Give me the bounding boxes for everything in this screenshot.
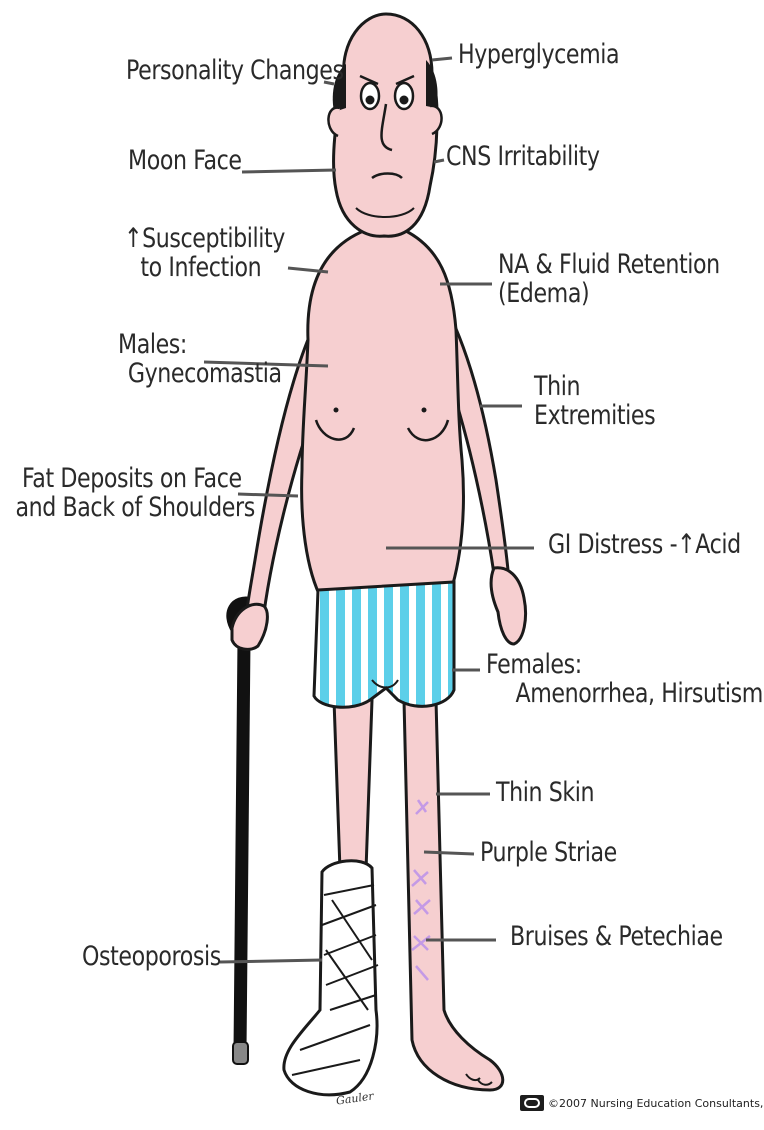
- label-bruises-petechiae: Bruises & Petechiae: [510, 922, 723, 951]
- label-fluid-retention-line2: (Edema): [498, 279, 720, 308]
- label-females-line2: Amenorrhea, Hirsutism: [486, 679, 763, 708]
- copyright-notice: ©2007 Nursing Education Consultants,: [520, 1095, 763, 1111]
- label-cns-irritability: CNS Irritability: [446, 142, 600, 171]
- label-susceptibility-line1: ↑Susceptibility: [124, 224, 285, 253]
- label-thin-extremities-line1: Thin: [534, 372, 655, 401]
- label-purple-striae: Purple Striae: [480, 838, 617, 867]
- label-males-gynecomastia: Males: Gynecomastia: [118, 330, 282, 388]
- right-leg: [404, 700, 503, 1090]
- label-fat-deposits: Fat Deposits on Face and Back of Shoulde…: [22, 464, 255, 522]
- label-males-line2: Gynecomastia: [118, 359, 282, 388]
- label-gi-distress: GI Distress -↑Acid: [548, 530, 741, 559]
- label-males-line1: Males:: [118, 330, 282, 359]
- nec-logo-icon: [520, 1095, 544, 1111]
- label-fluid-retention-line1: NA & Fluid Retention: [498, 250, 720, 279]
- torso: [302, 230, 464, 600]
- label-thin-skin: Thin Skin: [496, 778, 594, 807]
- label-moon-face: Moon Face: [128, 146, 242, 175]
- label-fat-deposits-line1: Fat Deposits on Face: [22, 464, 255, 493]
- head: [328, 14, 441, 236]
- label-thin-extremities: Thin Extremities: [534, 372, 655, 430]
- cane: [232, 603, 261, 1064]
- label-thin-extremities-line2: Extremities: [534, 401, 655, 430]
- label-females: Females: Amenorrhea, Hirsutism: [486, 650, 763, 708]
- label-hyperglycemia: Hyperglycemia: [458, 40, 619, 69]
- label-osteoporosis: Osteoporosis: [82, 942, 221, 971]
- label-females-line1: Females:: [486, 650, 763, 679]
- label-personality-changes: Personality Changes: [126, 56, 344, 85]
- label-susceptibility-line2: to Infection: [124, 253, 285, 282]
- label-fat-deposits-line2: and Back of Shoulders: [15, 493, 254, 522]
- striped-shorts: [314, 582, 454, 707]
- left-leg-cast: [284, 700, 378, 1095]
- label-fluid-retention: NA & Fluid Retention (Edema): [498, 250, 720, 308]
- copyright-text: ©2007 Nursing Education Consultants,: [548, 1097, 763, 1110]
- label-susceptibility-to-infection: ↑Susceptibility to Infection: [124, 224, 285, 282]
